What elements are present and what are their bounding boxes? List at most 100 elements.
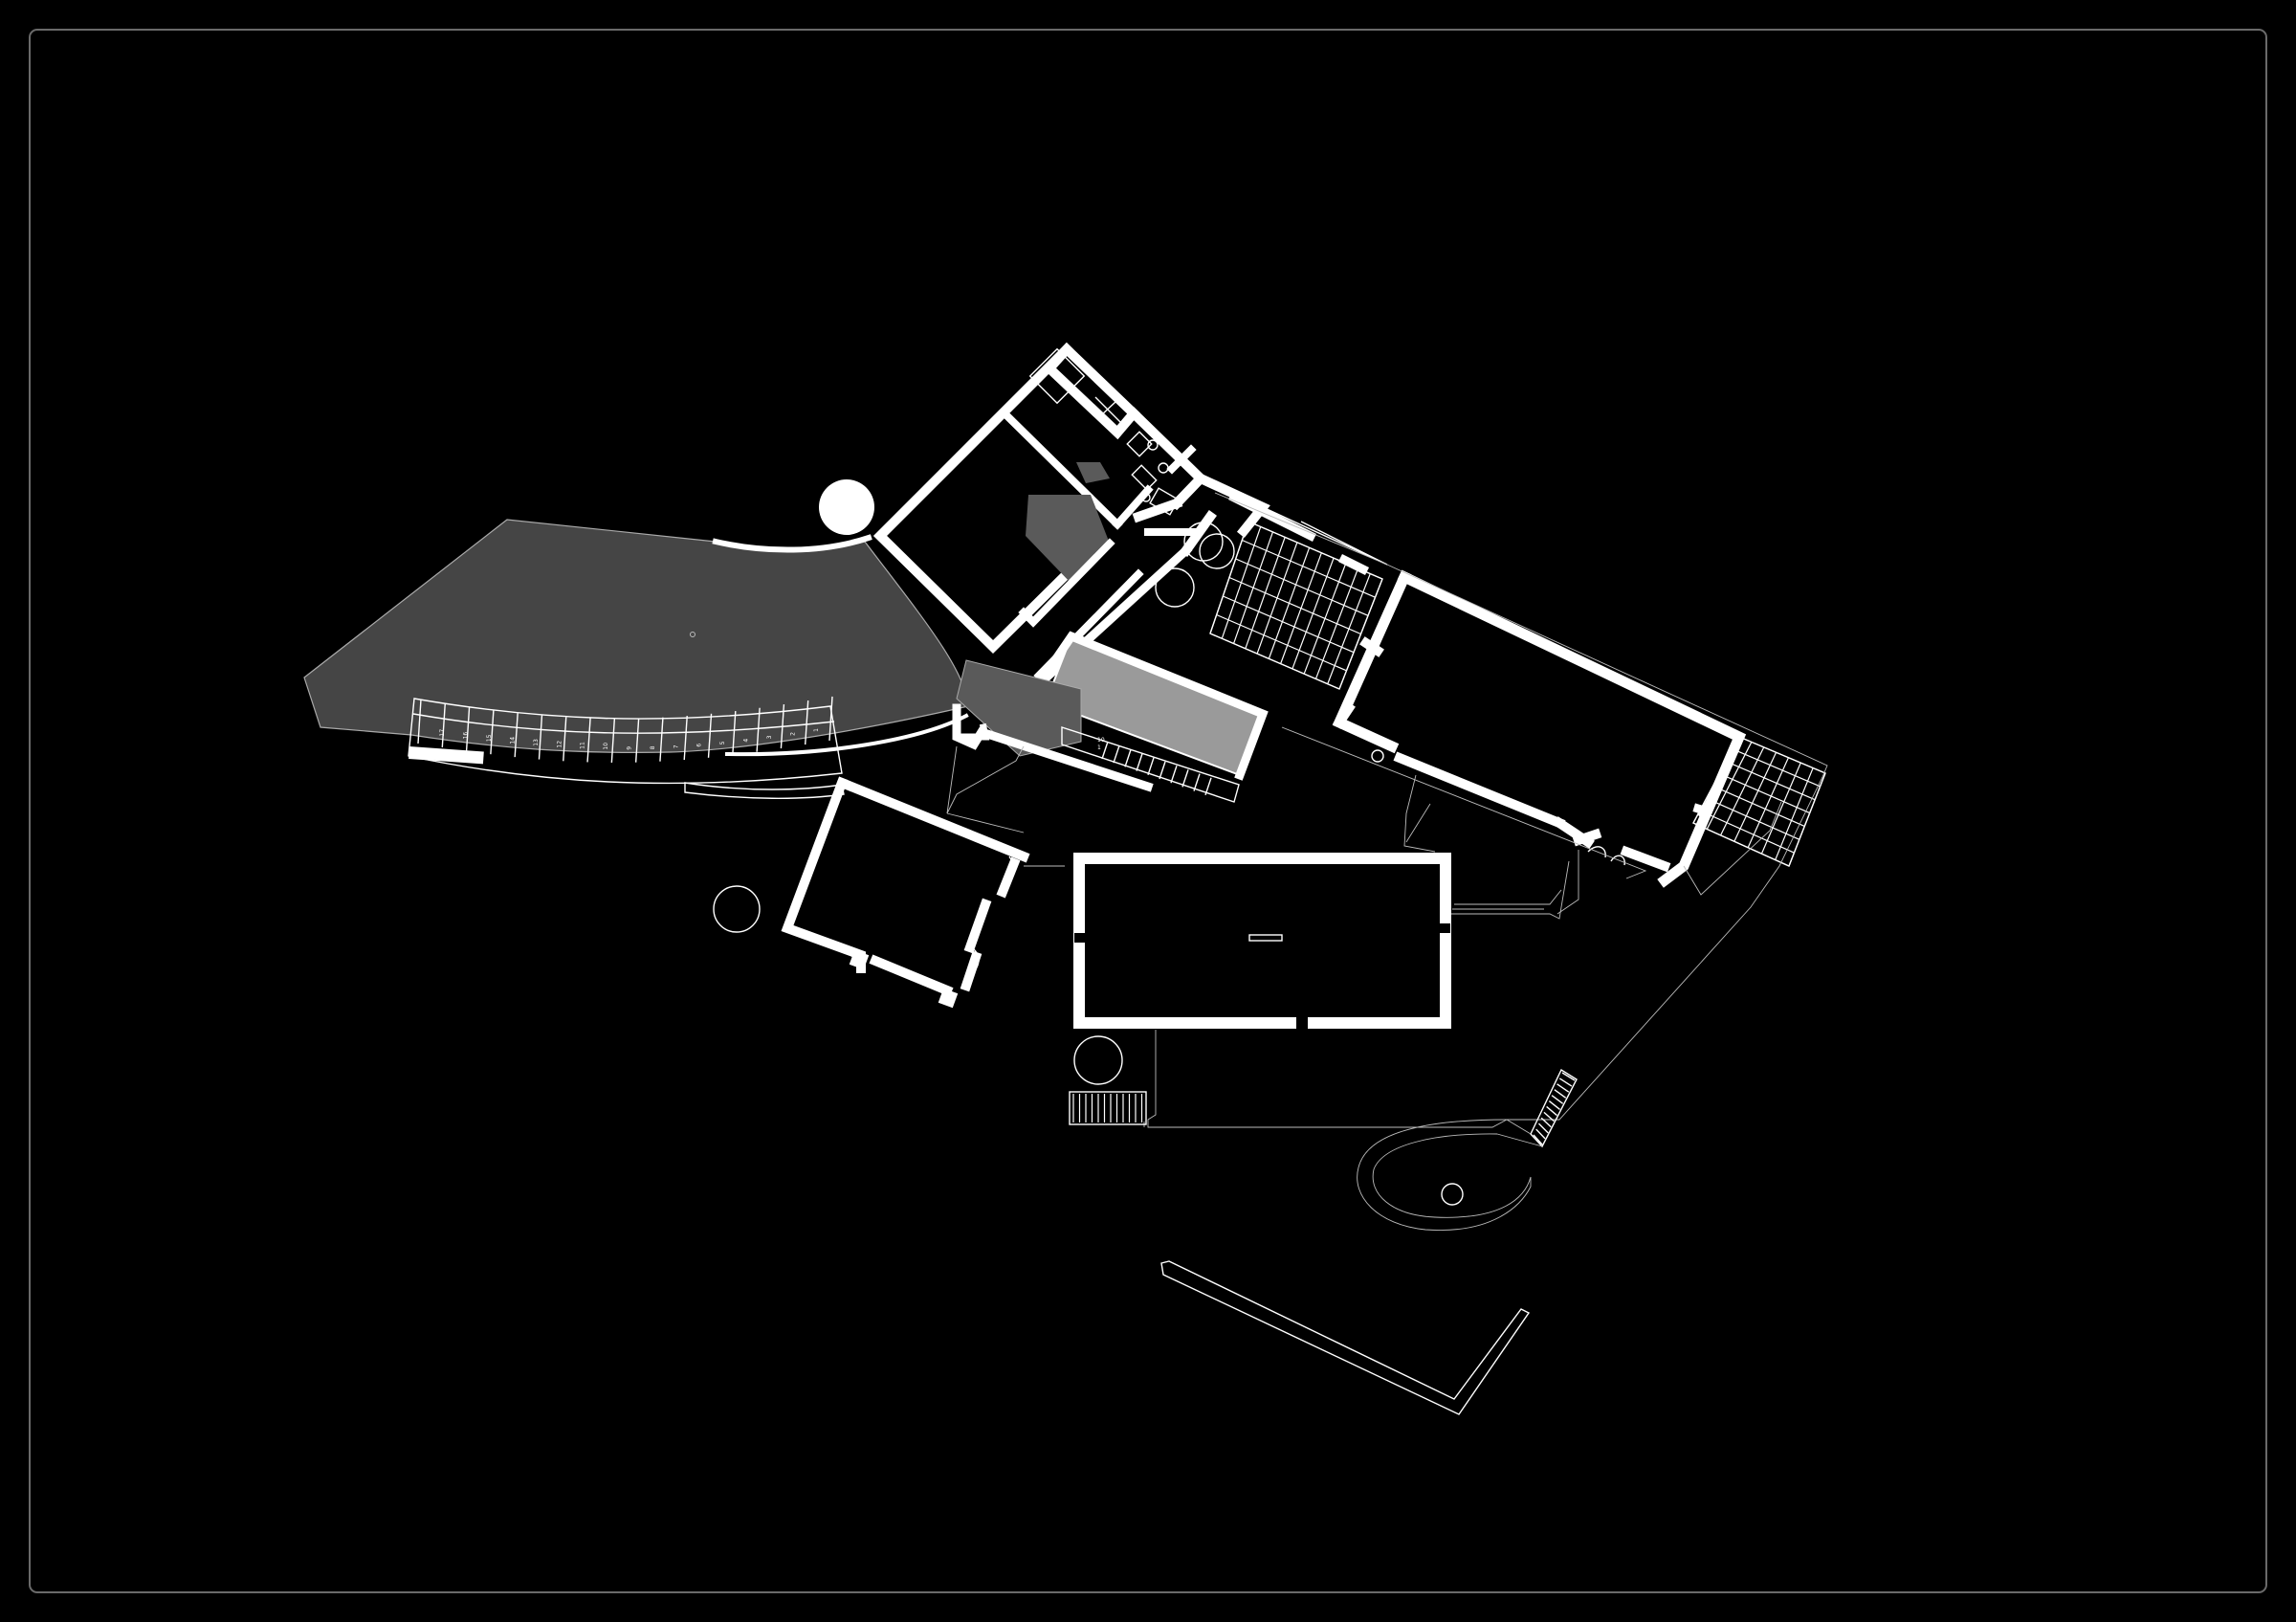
stair-riser <box>1546 1105 1557 1117</box>
stair-riser <box>1170 765 1178 784</box>
step-number: 11 <box>580 742 586 749</box>
stair-riser <box>1193 773 1201 791</box>
diag-stair-outline <box>1530 1068 1578 1148</box>
step-number: 15 <box>486 734 493 742</box>
stair-riser <box>732 710 737 756</box>
stair-riser <box>538 715 543 760</box>
step-number: 8 <box>650 745 656 749</box>
stair-riser <box>1554 1089 1567 1099</box>
terrace-edge-wall <box>712 534 872 553</box>
step-number: 14 <box>509 737 516 744</box>
stair-landing-block <box>408 746 484 765</box>
east-long-building <box>1332 569 1826 888</box>
step-number: 10 <box>603 743 609 750</box>
hatch-line <box>1733 752 1777 842</box>
hatch-line <box>1692 822 1790 867</box>
stair-riser <box>1159 761 1166 780</box>
stair-riser <box>634 718 640 763</box>
stair-riser <box>1543 1111 1555 1122</box>
step-number: 2 <box>789 732 796 736</box>
stair-mid <box>1101 741 1212 796</box>
step-number: 12 <box>556 741 563 748</box>
stair-riser <box>441 702 446 748</box>
stair-riser <box>514 713 519 758</box>
step-number: 1 <box>813 728 820 732</box>
stair-riser <box>1124 749 1132 767</box>
hatch-line <box>1692 736 1740 824</box>
stair-riser <box>610 718 616 763</box>
tree-circle-filled <box>819 479 874 535</box>
terrace-area <box>303 519 969 753</box>
southwest-block <box>713 745 1065 1009</box>
hatch-line <box>1732 748 1821 788</box>
central-pavilion <box>1073 853 1544 1029</box>
step-number: 1 <box>1097 744 1101 751</box>
stair-riser <box>659 717 664 762</box>
stair-riser <box>780 704 785 749</box>
hatch-line <box>1235 558 1369 616</box>
stair-riser <box>756 707 761 752</box>
stair-riser <box>828 696 833 741</box>
stair-riser <box>1561 1072 1576 1081</box>
sheet-frame <box>29 29 2267 1593</box>
stair-riser <box>1204 777 1212 796</box>
stair-riser <box>417 699 422 744</box>
stair-riser <box>1533 1134 1543 1145</box>
stair-riser <box>707 713 713 758</box>
terrace-lower-edge <box>724 713 969 757</box>
stair-riser <box>1136 753 1143 771</box>
hatch-line <box>1242 539 1376 598</box>
stair-left-step-numbers: 17 16 15 14 13 12 11 10 9 8 7 6 5 4 3 2 1 <box>439 728 820 750</box>
stair-riser <box>1181 769 1189 788</box>
stair-riser <box>1147 757 1155 776</box>
step-number: 7 <box>673 744 679 748</box>
hatch-line <box>1788 772 1826 867</box>
lower-garden <box>1069 1030 1578 1231</box>
hatch-line <box>1775 767 1814 860</box>
hatch-line <box>1209 633 1340 690</box>
hatch-line <box>1706 742 1753 830</box>
hatch-line <box>1720 746 1765 836</box>
stair-riser <box>1548 1100 1560 1111</box>
step-number: 4 <box>743 739 750 743</box>
hatch-line <box>1228 576 1361 635</box>
hatch-line <box>1699 810 1795 854</box>
terrace-marker <box>690 632 695 637</box>
step-number: 10 <box>1097 737 1105 744</box>
stair-riser <box>563 717 567 762</box>
step-number: 16 <box>463 732 470 740</box>
stair-riser <box>1113 744 1120 764</box>
hatch-line <box>1726 761 1816 801</box>
hatch-line <box>1706 797 1800 840</box>
hatch-line <box>1223 595 1355 654</box>
step-number: 17 <box>439 729 446 737</box>
hatch-line <box>1712 785 1805 827</box>
stair-riser <box>465 706 471 751</box>
stair-riser <box>1556 1083 1570 1093</box>
retaining-wall <box>1160 1260 1531 1415</box>
stair-riser <box>1540 1117 1552 1128</box>
stair-riser <box>1537 1122 1549 1134</box>
stair-riser <box>1535 1128 1546 1140</box>
stair-riser <box>490 710 495 755</box>
entry-ramp <box>956 659 1082 757</box>
stair-riser <box>1558 1078 1573 1087</box>
step-number: 5 <box>719 741 726 744</box>
pool <box>1031 631 1269 781</box>
step-number: 9 <box>627 746 633 750</box>
stair-riser <box>1551 1095 1564 1104</box>
stair-riser <box>683 716 688 761</box>
hatch-line <box>1738 736 1826 774</box>
step-number: 6 <box>696 744 703 747</box>
stair-riser <box>805 700 809 745</box>
stair-mid-step-numbers: 110 <box>1097 737 1105 751</box>
stair-left <box>408 696 845 799</box>
stair-riser <box>586 718 591 763</box>
hatch-line <box>1719 773 1810 814</box>
step-number: 3 <box>766 735 773 739</box>
hatch-line <box>1760 762 1801 855</box>
step-number: 13 <box>533 739 540 746</box>
hatch-line <box>1747 757 1789 848</box>
stair-riser <box>1101 741 1109 760</box>
